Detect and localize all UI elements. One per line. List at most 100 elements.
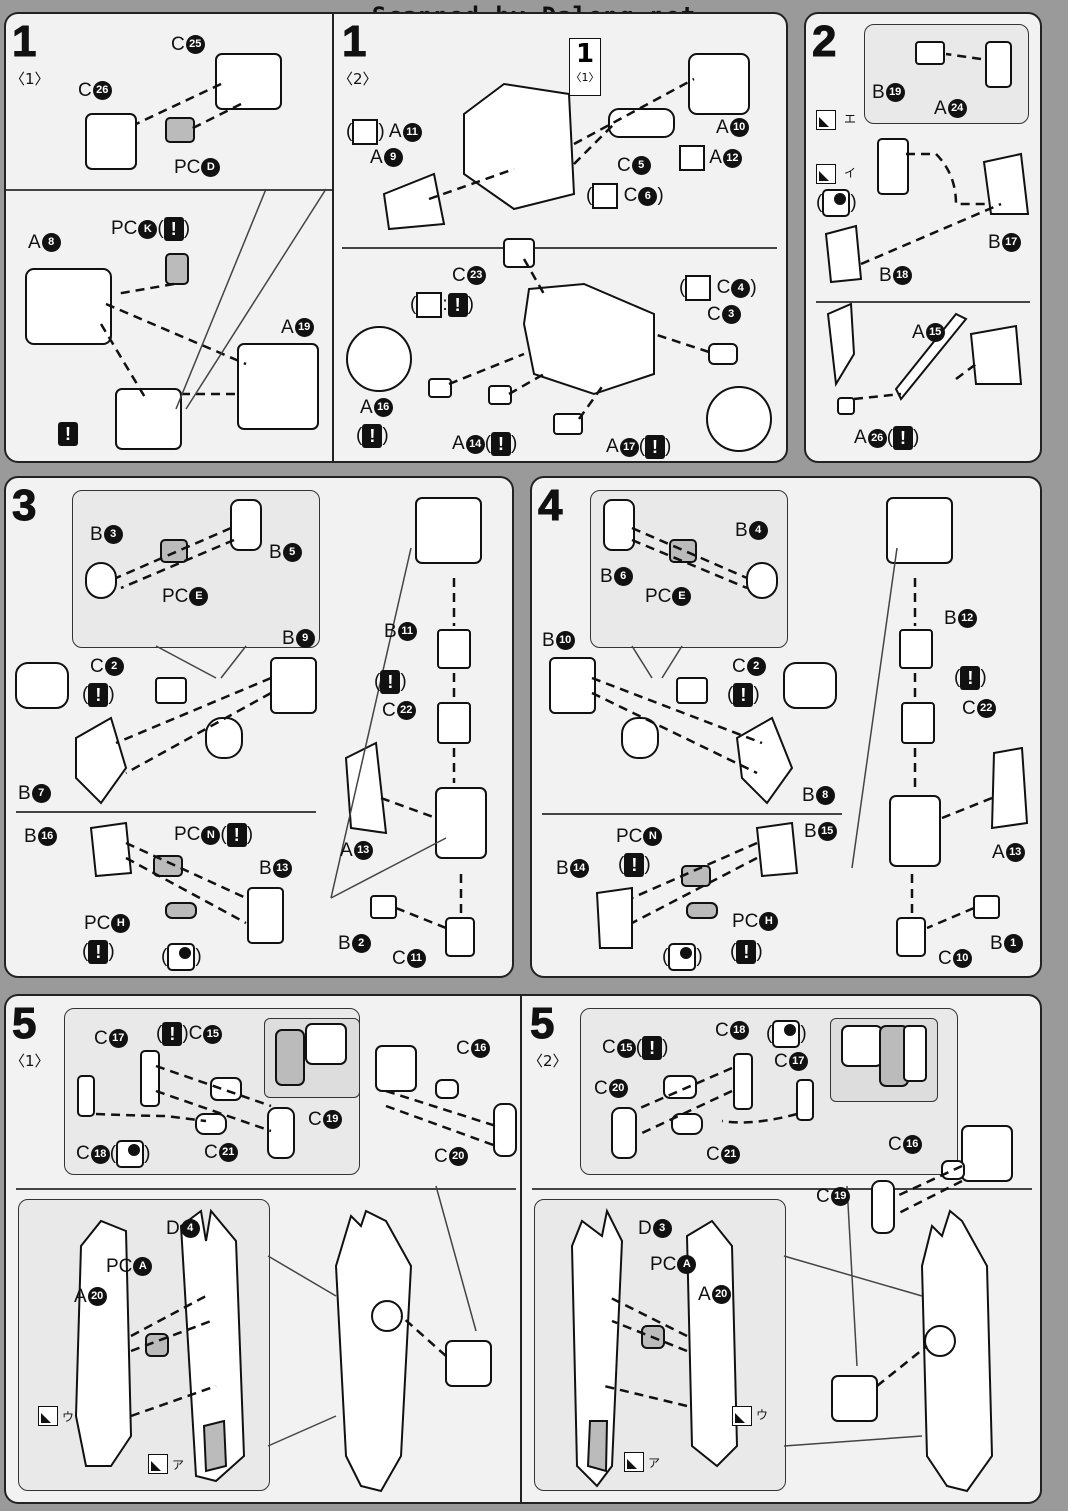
part-label: (!) [954, 666, 987, 690]
warning-icon: ! [645, 435, 666, 459]
ref-step-num: 1 [575, 39, 595, 69]
round-cut-icon [116, 1140, 145, 1168]
step-1-2-illustration [346, 53, 772, 452]
cut-icon [416, 292, 443, 318]
part-label: () [161, 943, 202, 971]
part-label: (!) [82, 683, 115, 707]
step-2-illustration [824, 41, 1030, 415]
cut-icon [685, 275, 712, 301]
kana-label: ア [648, 1456, 661, 1470]
step-divider [342, 247, 777, 249]
step-sub-number: 〈2〉 [528, 1052, 568, 1070]
step-1-1-illustration [25, 53, 327, 450]
step-divider [816, 301, 1030, 303]
gate-marker-icon [732, 1406, 752, 1426]
warning-standalone: ! [58, 422, 78, 446]
step-number: 1 [341, 17, 367, 66]
warning-icon: ! [88, 940, 109, 964]
round-cut-icon [167, 943, 196, 971]
part-label: (!) [374, 670, 407, 694]
warning-icon: ! [163, 217, 184, 241]
step-divider [16, 811, 316, 813]
kana-label: ア [172, 1458, 185, 1472]
reference-step-box: 1 〈1〉 [569, 38, 601, 96]
kana-label: ウ [756, 1408, 769, 1422]
step-divider [542, 813, 842, 815]
warning-icon: ! [491, 432, 512, 456]
part-label: () [662, 943, 703, 971]
step-number: 2 [811, 17, 837, 66]
step-number: 1 [11, 17, 37, 66]
warning-icon: ! [893, 426, 914, 450]
kana-label: イ [844, 166, 857, 180]
gate-marker-icon [148, 1454, 168, 1474]
warning-icon: ! [447, 293, 468, 317]
step-3-illustration [15, 497, 487, 957]
warning-icon: ! [58, 422, 78, 446]
kana-label: ウ [62, 1410, 75, 1424]
part-label: () [816, 189, 857, 217]
step-divider [6, 189, 336, 191]
ref-step-sub: 〈1〉 [570, 71, 600, 84]
cut-icon [679, 145, 705, 171]
step-sub-number: 〈1〉 [10, 1052, 50, 1070]
step-number: 3 [11, 481, 37, 530]
warning-icon: ! [733, 683, 754, 707]
round-cut-icon [668, 943, 697, 971]
gate-marker-icon [624, 1452, 644, 1472]
step-sub-number: 〈2〉 [338, 70, 378, 88]
warning-icon: ! [362, 424, 383, 448]
